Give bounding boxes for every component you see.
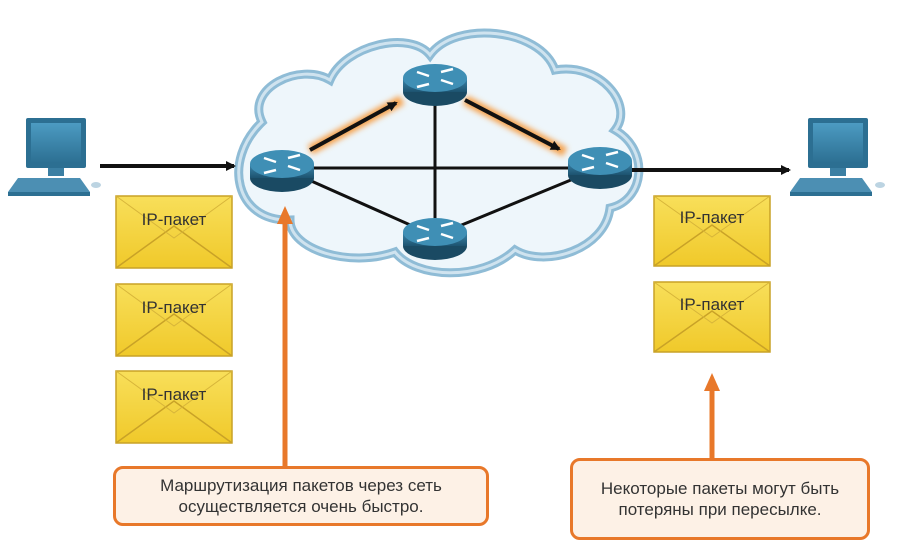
network-cloud xyxy=(234,28,644,278)
envelope-icon xyxy=(115,283,233,357)
callout-routing-text: Маршрутизация пакетов через сеть осущест… xyxy=(160,476,442,516)
arrow-router-left-to-top xyxy=(309,101,398,152)
arrow-router-top-to-right xyxy=(464,98,561,151)
router-icon-bottom xyxy=(403,218,467,260)
packet-label: IP-пакет xyxy=(141,298,207,317)
computer-icon-right xyxy=(790,118,885,196)
computer-icon-left xyxy=(8,118,101,196)
envelope-icon xyxy=(653,195,771,267)
router-icon-right xyxy=(568,147,632,189)
packet-label: IP-пакет xyxy=(679,208,745,227)
callout-loss-text: Некоторые пакеты могут быть потеряны при… xyxy=(600,479,840,519)
callout-packet-loss: Некоторые пакеты могут быть потеряны при… xyxy=(570,458,870,540)
envelope-icon xyxy=(653,281,771,353)
router-icon-top xyxy=(403,64,467,106)
packet-label: IP-пакет xyxy=(141,385,207,404)
callout-routing: Маршрутизация пакетов через сеть осущест… xyxy=(113,466,489,526)
router-icon-left xyxy=(250,150,314,192)
envelope-icon xyxy=(115,195,233,269)
packet-label: IP-пакет xyxy=(141,210,207,229)
envelope-icon xyxy=(115,370,233,444)
packet-label: IP-пакет xyxy=(679,295,745,314)
packet-path xyxy=(100,95,795,175)
